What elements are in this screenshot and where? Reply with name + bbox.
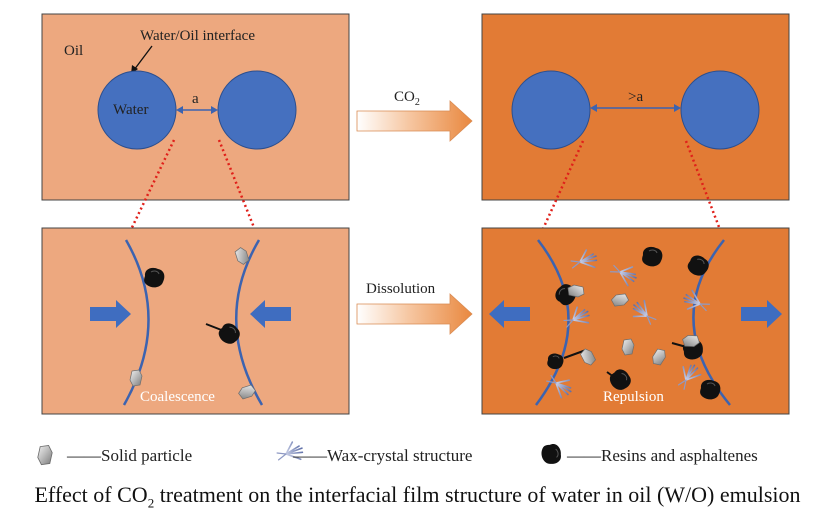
repel-arrow-right — [741, 300, 782, 328]
resin-particle — [143, 267, 165, 288]
co2-label: CO2 — [394, 89, 420, 108]
legend-resins-label: ——Resins and asphaltenes — [566, 446, 758, 465]
water-droplet-right-panel-right — [680, 70, 760, 150]
interface-curve-right — [235, 239, 264, 406]
legend-solid-particle-icon — [37, 445, 53, 466]
resin-tail — [205, 323, 225, 332]
legend-wax-crystal-label: ——Wax-crystal structure — [292, 446, 472, 465]
water-droplet-right-panel-left — [511, 70, 591, 150]
push-arrow-left — [250, 300, 291, 328]
resin-particle — [699, 379, 721, 400]
distance-arrowhead-right-a — [590, 104, 597, 112]
caption-text-after: treatment on the interfacial film struct… — [154, 482, 801, 507]
solid-particle — [567, 284, 585, 298]
panel-bottom-right — [481, 227, 790, 415]
water-label: Water — [113, 102, 148, 118]
push-arrow-right — [90, 300, 131, 328]
repulsion-label: Repulsion — [603, 389, 664, 405]
interface-curve-left-repulsion — [535, 239, 570, 406]
interface-label: Water/Oil interface — [140, 28, 255, 44]
interface-pointer-line — [133, 45, 153, 71]
distance-arrowhead-left-b — [211, 106, 218, 114]
solid-particle — [129, 369, 143, 387]
resin-tails — [563, 342, 691, 381]
distance-label-a: a — [192, 91, 199, 107]
coalescence-label: Coalescence — [140, 389, 215, 405]
zoom-line-left-a — [124, 139, 176, 241]
distance-arrowhead-left-a — [176, 106, 183, 114]
distance-arrowhead-right-b — [674, 104, 681, 112]
caption-text-before: Effect of CO — [34, 482, 148, 507]
resin-particle — [641, 246, 663, 267]
repel-arrow-left — [489, 300, 530, 328]
oil-label: Oil — [64, 43, 83, 59]
caption-subscript: 2 — [147, 495, 155, 511]
dissolution-arrow — [356, 293, 473, 335]
panel-bottom-left — [41, 227, 350, 415]
legend-solid-particle-label: ——Solid particle — [66, 446, 192, 465]
zoom-line-right-a — [536, 140, 585, 241]
distance-label-greater-a: >a — [628, 89, 643, 105]
panel-top-left — [41, 13, 350, 201]
solid-particle — [621, 338, 635, 356]
dissolution-label: Dissolution — [366, 281, 436, 297]
figure-caption: Effect of CO2 treatment on the interfaci… — [0, 482, 835, 511]
water-droplet-right — [217, 70, 297, 150]
resin-particle — [546, 353, 564, 370]
co2-arrow — [356, 100, 473, 142]
legend-resin-icon — [538, 440, 565, 468]
